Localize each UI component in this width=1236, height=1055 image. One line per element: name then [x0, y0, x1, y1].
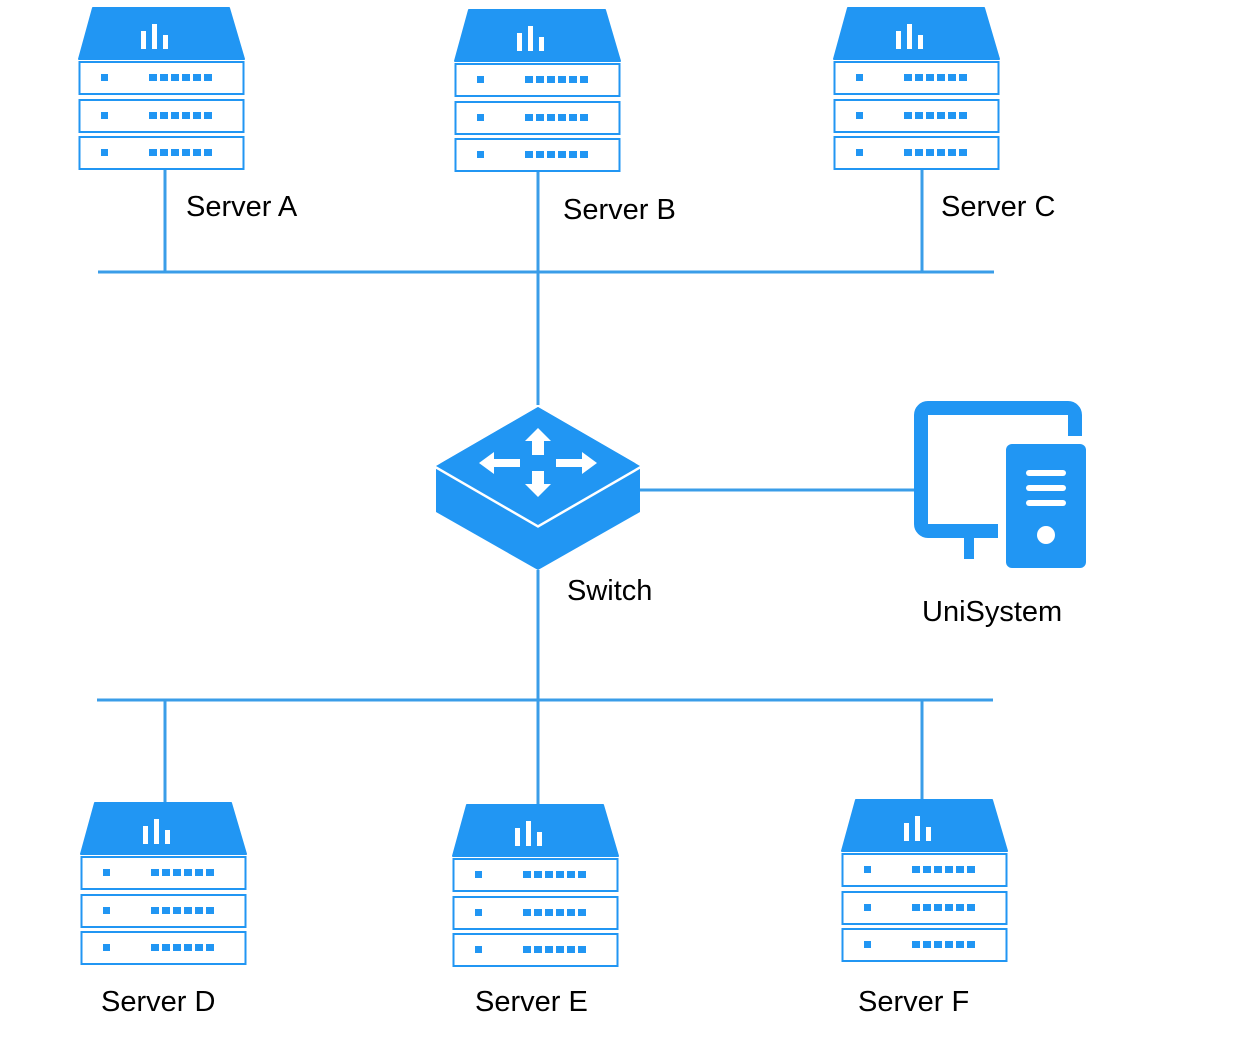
server-b-label: Server B: [563, 194, 676, 226]
server-d-icon: [80, 802, 247, 965]
unisystem-label: UniSystem: [922, 596, 1063, 628]
server-b-icon: [454, 9, 621, 172]
server-d-label: Server D: [101, 986, 216, 1018]
network-switch-icon: [426, 407, 650, 570]
desktop-computer-icon: [914, 401, 1094, 574]
connections: [97, 170, 994, 805]
server-a-icon: [78, 7, 245, 170]
server-c-icon: [833, 7, 1000, 170]
server-f-icon: [841, 799, 1008, 962]
server-e-icon: [452, 804, 619, 967]
server-e-label: Server E: [475, 986, 588, 1018]
server-c-label: Server C: [941, 191, 1056, 223]
switch-label: Switch: [567, 575, 653, 607]
server-a-label: Server A: [186, 191, 298, 223]
server-f-label: Server F: [858, 986, 970, 1018]
